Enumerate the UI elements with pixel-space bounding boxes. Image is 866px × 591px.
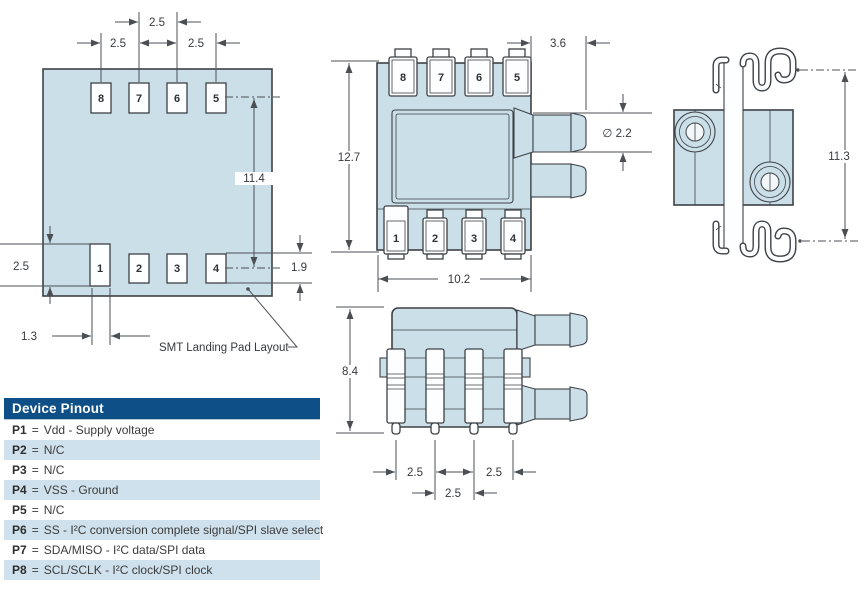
svg-text:3: 3 bbox=[471, 233, 477, 245]
dim-port-length: 3.6 bbox=[550, 38, 566, 50]
pin-label: P1 bbox=[12, 423, 27, 437]
pinout-row-p5: P5 = N/C bbox=[4, 500, 320, 520]
device-pinout-table: Device Pinout P1 = Vdd - Supply voltage P2… bbox=[4, 398, 324, 580]
pin-label: P4 bbox=[12, 483, 27, 497]
svg-text:5: 5 bbox=[514, 72, 520, 84]
pin-description: Vdd - Supply voltage bbox=[43, 423, 155, 437]
svg-text:1: 1 bbox=[393, 233, 399, 245]
pad-number: 3 bbox=[174, 263, 180, 275]
top-view: 8.4 2.5 2.5 2.5 bbox=[335, 306, 588, 500]
equals-sign: = bbox=[31, 503, 39, 517]
clip-strip bbox=[724, 57, 743, 250]
pin-description: SS - I²C conversion complete signal/SPI … bbox=[43, 523, 324, 537]
pad-number: 5 bbox=[213, 93, 219, 105]
pad bbox=[166, 82, 188, 114]
pin-label: P5 bbox=[12, 503, 27, 517]
pad bbox=[205, 82, 227, 114]
pinout-row-p1: P1 = Vdd - Supply voltage bbox=[4, 419, 320, 440]
dim-pitch-top: 2.5 bbox=[149, 17, 165, 29]
pinout-row-p3: P3 = N/C bbox=[4, 460, 320, 480]
dim-pad4-height: 1.9 bbox=[291, 262, 307, 274]
pinout-row-p2: P2 = N/C bbox=[4, 440, 320, 460]
pad-1 bbox=[89, 243, 111, 287]
dim-clip-height: 11.3 bbox=[828, 151, 850, 163]
bottom-clip-hooks bbox=[712, 220, 797, 263]
svg-text:8: 8 bbox=[400, 72, 406, 84]
front-top-pins: 8 7 6 5 bbox=[388, 48, 532, 97]
pinout-row-p7: P7 = SDA/MISO - I²C data/SPI data bbox=[4, 540, 320, 560]
front-bottom-pins: 1 2 3 4 bbox=[383, 205, 526, 260]
lower-port-cap bbox=[570, 163, 587, 199]
leader-dot bbox=[246, 287, 250, 291]
lower-port-cap bbox=[569, 386, 588, 422]
pad-number: 8 bbox=[98, 93, 104, 105]
dim-pitch-c: 2.5 bbox=[445, 488, 461, 500]
dim-pitch-left: 2.5 bbox=[110, 38, 126, 50]
dim-pitch-right: 2.5 bbox=[188, 38, 204, 50]
pad bbox=[128, 82, 150, 114]
equals-sign: = bbox=[31, 563, 39, 577]
upper-port-taper bbox=[513, 107, 534, 159]
dim-pad1-height: 2.5 bbox=[13, 261, 29, 273]
pad-number: 7 bbox=[136, 93, 142, 105]
pin-label: P6 bbox=[12, 523, 27, 537]
pin-label: P2 bbox=[12, 443, 27, 457]
lower-port-tube bbox=[530, 163, 572, 198]
pad bbox=[90, 82, 112, 114]
sensor-cover bbox=[391, 109, 514, 204]
smt-label: SMT Landing Pad Layout bbox=[159, 342, 289, 354]
front-view: 8 7 6 5 1 2 3 4 12.7 3.6 bbox=[329, 36, 652, 292]
svg-text:7: 7 bbox=[438, 72, 444, 84]
pin-description: VSS - Ground bbox=[43, 483, 119, 497]
dim-row-spacing: 11.4 bbox=[243, 173, 265, 185]
svg-text:4: 4 bbox=[510, 233, 517, 245]
svg-text:2: 2 bbox=[432, 233, 438, 245]
equals-sign: = bbox=[31, 483, 39, 497]
upper-port-tube bbox=[532, 114, 572, 153]
dim-depth: 8.4 bbox=[342, 366, 359, 378]
upper-port-taper bbox=[516, 309, 536, 352]
upper-port-cap bbox=[569, 312, 588, 348]
pinout-row-p4: P4 = VSS - Ground bbox=[4, 480, 320, 500]
pad-number: 6 bbox=[174, 93, 180, 105]
pin-description: SCL/SCLK - I²C clock/SPI clock bbox=[43, 563, 213, 577]
pinout-row-p6: P6 = SS - I²C conversion complete signal/S… bbox=[4, 520, 324, 540]
equals-sign: = bbox=[31, 463, 39, 477]
svg-text:6: 6 bbox=[476, 72, 482, 84]
equals-sign: = bbox=[31, 543, 39, 557]
pad-number: 1 bbox=[97, 263, 103, 275]
pad bbox=[128, 253, 150, 284]
pin-label: P3 bbox=[12, 463, 27, 477]
pad bbox=[166, 253, 188, 284]
dim-body-width: 10.2 bbox=[448, 274, 470, 286]
upper-port-cap bbox=[570, 112, 587, 153]
pin-description: N/C bbox=[43, 443, 65, 457]
pin-description: SDA/MISO - I²C data/SPI data bbox=[43, 543, 206, 557]
dim-pitch-b: 2.5 bbox=[486, 467, 502, 479]
top-clip-hooks bbox=[712, 47, 797, 94]
pin-description: N/C bbox=[43, 463, 65, 477]
pinout-title: Device Pinout bbox=[4, 398, 320, 419]
dim-port-diameter: ∅ 2.2 bbox=[602, 128, 631, 140]
pad-number: 2 bbox=[136, 263, 142, 275]
dim-body-height: 12.7 bbox=[338, 152, 360, 164]
landing-pad-view: 8 7 6 5 1 2 3 4 2.5 2.5 2.5 bbox=[0, 12, 312, 354]
pad-number: 4 bbox=[213, 263, 220, 275]
landing-pad-board bbox=[42, 68, 273, 297]
pin-description: N/C bbox=[43, 503, 65, 517]
pin-label: P8 bbox=[12, 563, 27, 577]
equals-sign: = bbox=[31, 423, 39, 437]
equals-sign: = bbox=[31, 523, 39, 537]
dim-pad-width: 1.3 bbox=[21, 331, 37, 343]
pin-label: P7 bbox=[12, 543, 27, 557]
upper-port-tube bbox=[534, 314, 571, 346]
lower-port-tube bbox=[534, 388, 571, 420]
dim-pitch-a: 2.5 bbox=[407, 467, 423, 479]
equals-sign: = bbox=[31, 443, 39, 457]
pinout-row-p8: P8 = SCL/SCLK - I²C clock/SPI clock bbox=[4, 560, 320, 580]
through-pins bbox=[386, 348, 523, 435]
side-view: 11.3 bbox=[673, 47, 858, 263]
